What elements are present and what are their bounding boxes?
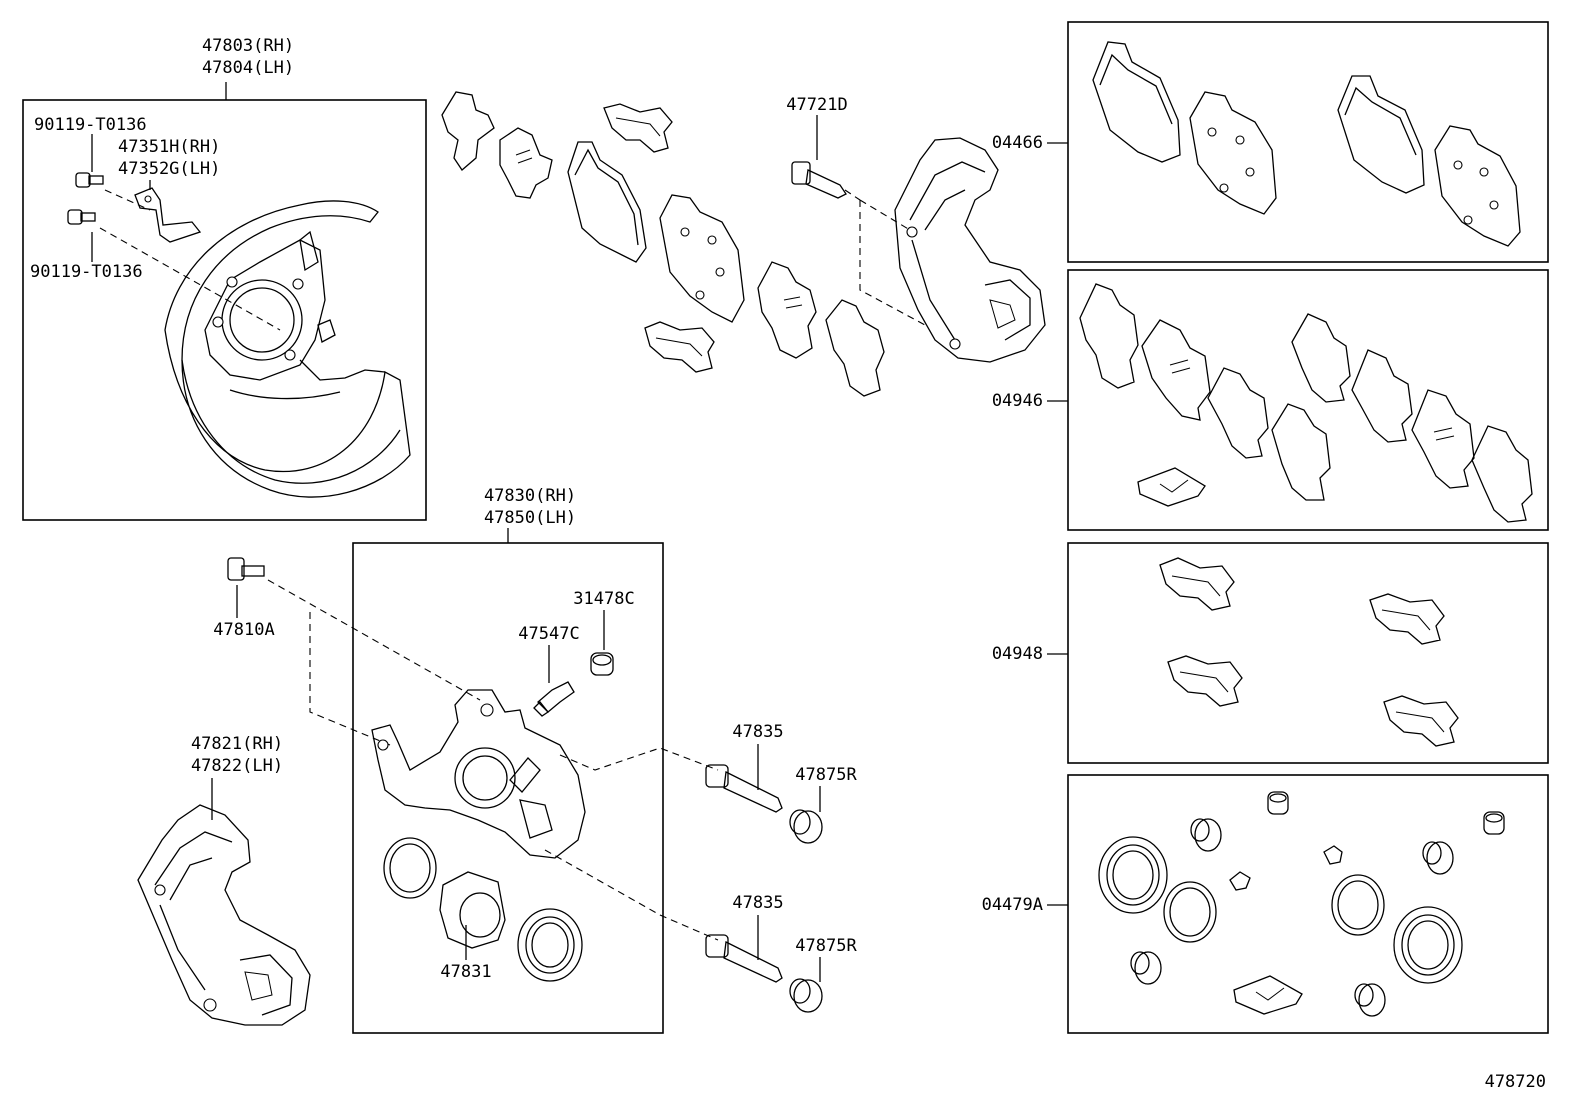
slide-pins xyxy=(705,764,823,1013)
bleeder-parts xyxy=(533,652,614,717)
shim-kit-frame xyxy=(1067,269,1549,531)
dust-cover-frame xyxy=(22,99,427,521)
pad-kit-parts xyxy=(1092,41,1521,247)
assembly-lines xyxy=(99,189,926,941)
piston-and-seals xyxy=(383,837,583,982)
shim-kit-parts xyxy=(1079,283,1533,523)
cover-bolts xyxy=(67,172,202,243)
leader-lines xyxy=(91,82,1068,982)
caliper-mounting-bottom xyxy=(137,804,311,1026)
bleeder-bolt xyxy=(227,557,265,581)
clip-kit-frame xyxy=(1067,542,1549,764)
cylinder-kit-parts xyxy=(1098,791,1505,1017)
cylinder-assembly-frame xyxy=(352,542,664,1034)
pad-kit-frame xyxy=(1067,21,1549,263)
dust-cover xyxy=(164,200,411,498)
caliper-mounting-top xyxy=(894,137,1046,363)
caliper-cylinder xyxy=(371,689,586,859)
top-shims-and-pads xyxy=(441,91,885,397)
caliper-bolt xyxy=(791,161,847,199)
clip-kit-parts xyxy=(1159,557,1459,747)
cylinder-kit-frame xyxy=(1067,774,1549,1034)
